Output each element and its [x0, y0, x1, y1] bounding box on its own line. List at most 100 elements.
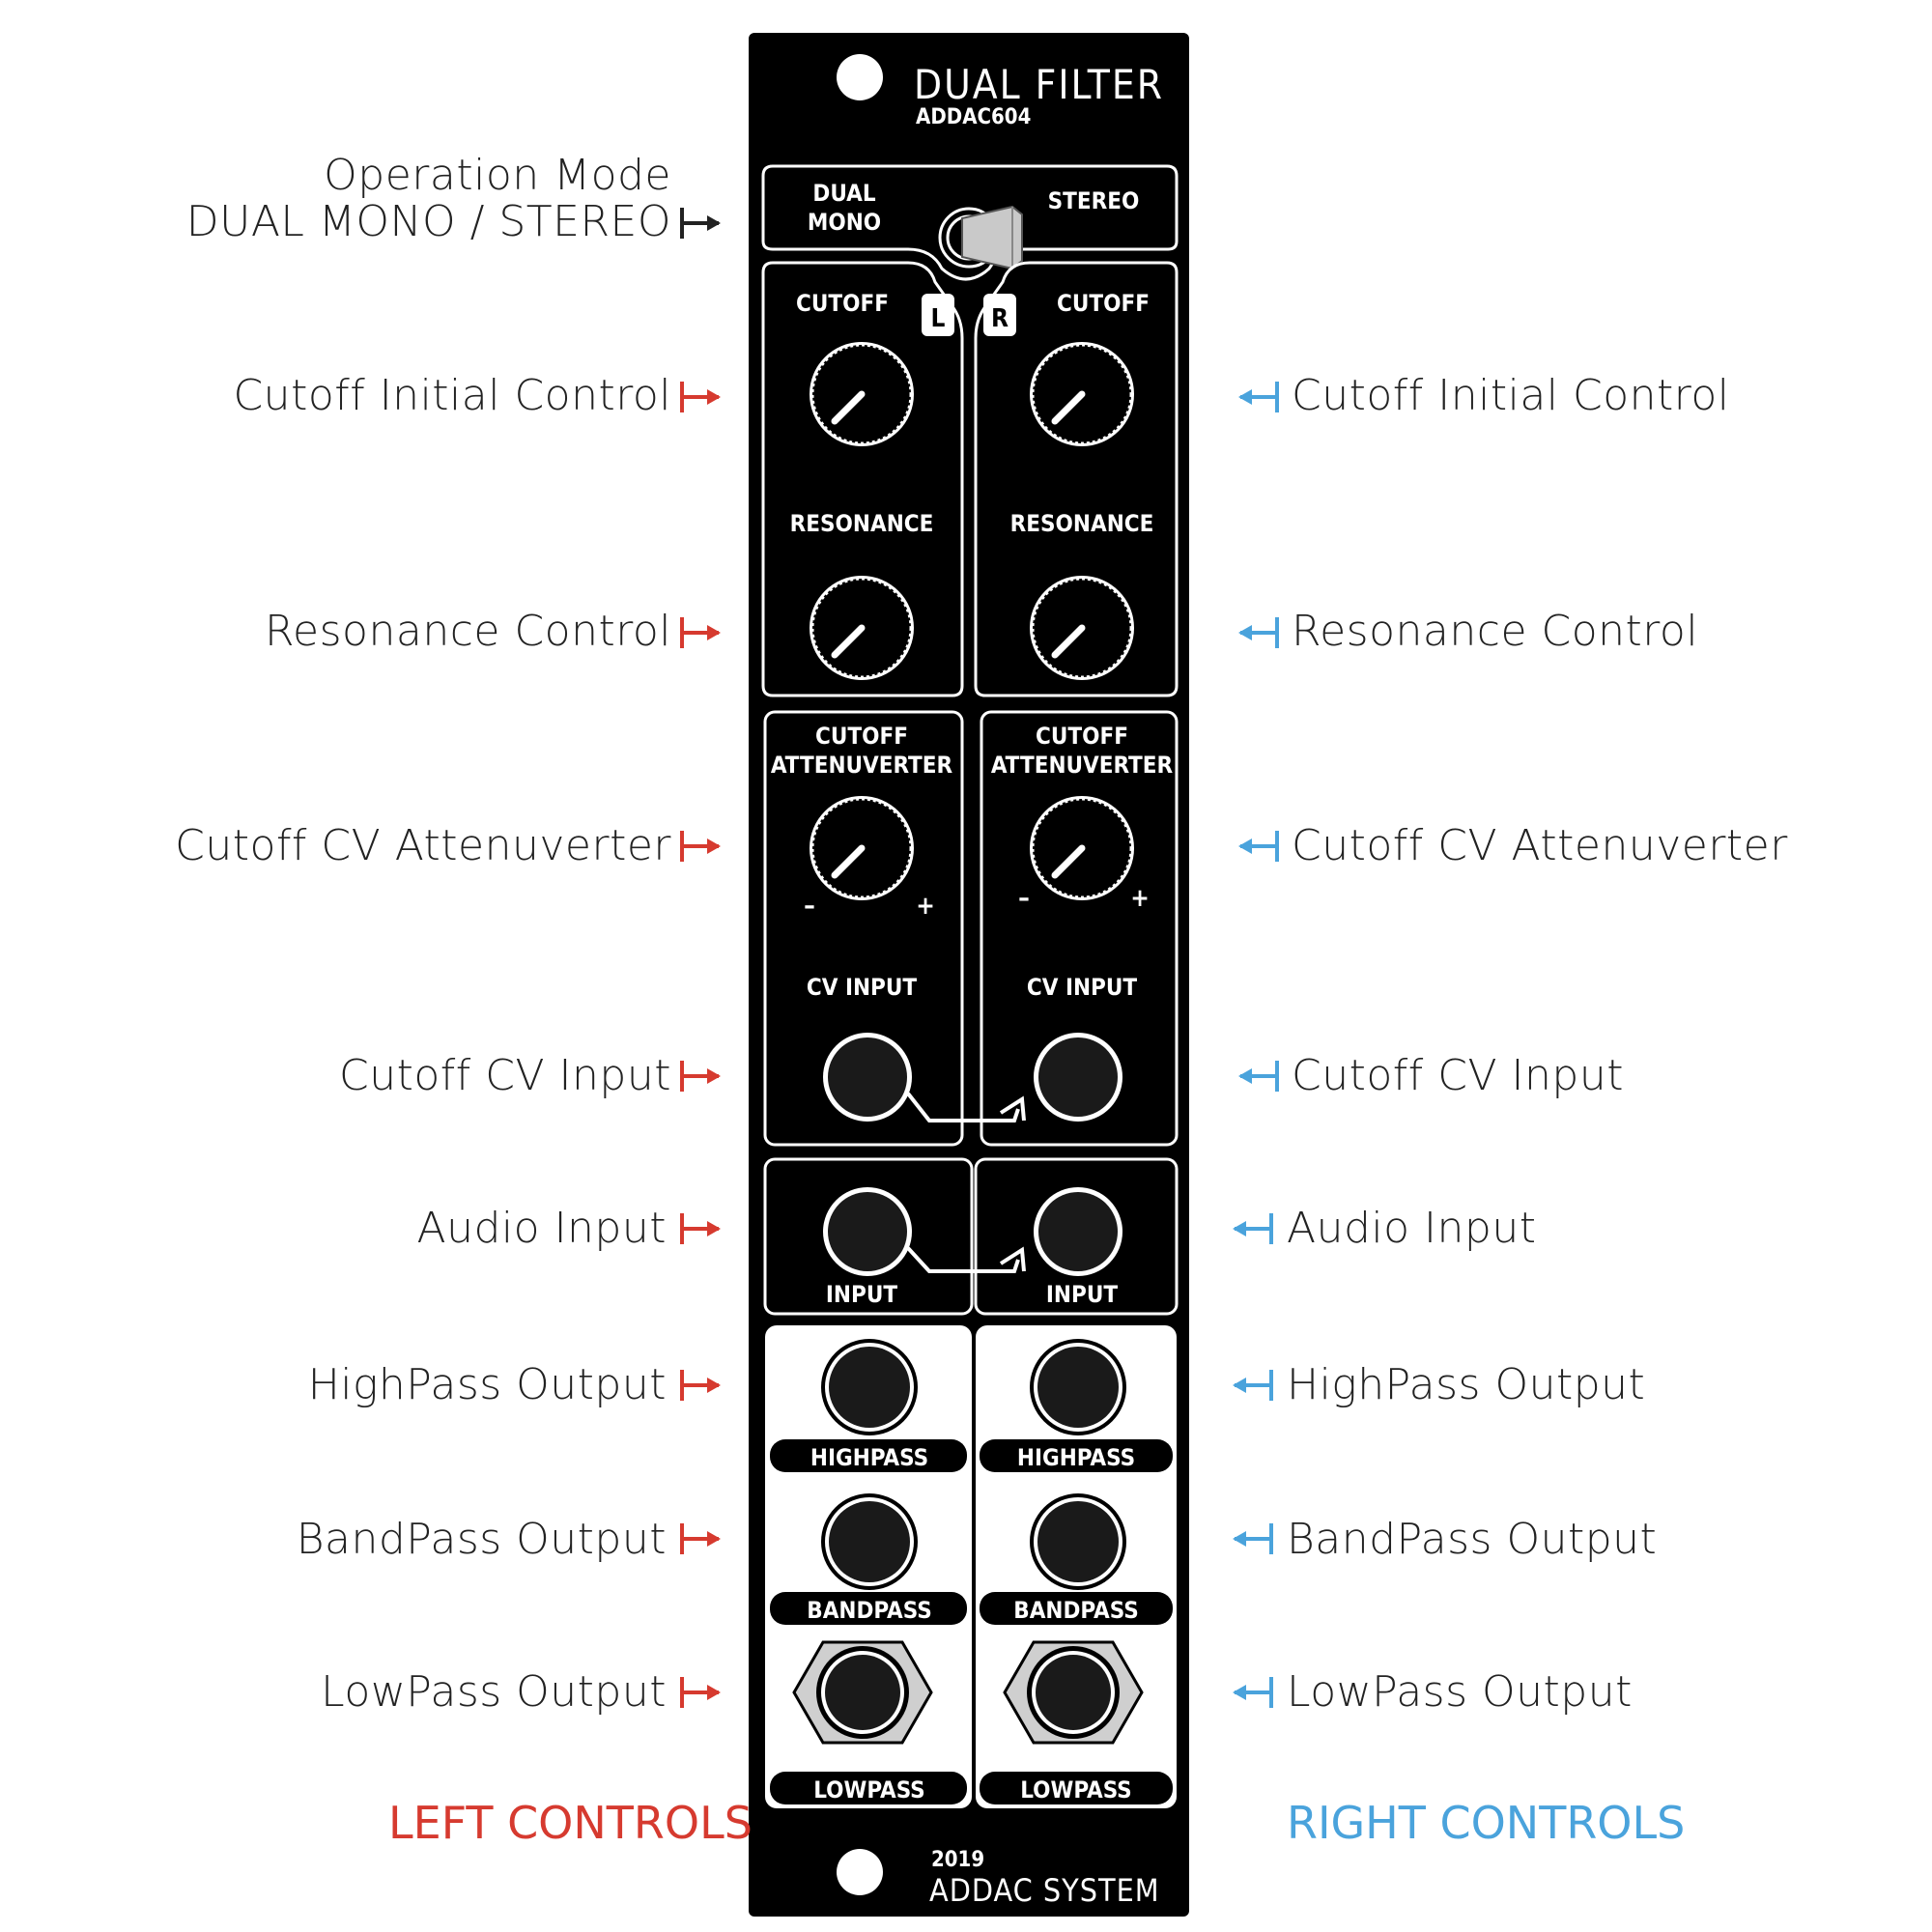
right-annotation-bandpass: BandPass Output: [1287, 1515, 1658, 1564]
left-cutoff-label: CUTOFF: [796, 290, 889, 317]
left-annotation-arrow-5: [680, 1370, 721, 1401]
right-cv-input-jack[interactable]: [1034, 1033, 1122, 1122]
left-annotation-resonance: Resonance Control: [264, 607, 671, 656]
mode-toggle-switch[interactable]: [938, 205, 1023, 270]
mount-hole-top: [837, 54, 883, 100]
right-resonance-knob[interactable]: [1030, 576, 1134, 680]
mode-dual-label: DUAL: [812, 180, 875, 207]
right-lowpass-bar: [980, 1772, 1173, 1804]
left-annotation-arrow-4: [680, 1213, 721, 1244]
left-annotation-arrow-7: [680, 1677, 721, 1708]
left-input-label: INPUT: [826, 1281, 897, 1308]
left-cutoff-knob[interactable]: [810, 342, 914, 446]
left-bandpass-bar: [770, 1592, 967, 1625]
channel-tab-left: [922, 294, 954, 336]
left-annotation-audio-input: Audio Input: [416, 1204, 667, 1253]
panel-title: DUAL FILTER: [914, 61, 1164, 108]
left-atten-label-2: ATTENUVERTER: [771, 752, 953, 779]
mount-hole-bottom: [837, 1849, 883, 1895]
right-highpass-bar: [980, 1439, 1173, 1472]
left-lowpass-bar: [770, 1772, 967, 1804]
right-cv-section-border: [980, 710, 1179, 1147]
left-atten-label-1: CUTOFF: [815, 723, 908, 750]
right-filter-section-border: [974, 261, 1179, 697]
right-annotation-cv-input: Cutoff CV Input: [1292, 1051, 1624, 1100]
right-annotation-arrow-3: [1238, 1061, 1279, 1092]
left-annotation-arrow-6: [680, 1523, 721, 1554]
right-annotation-arrow-7: [1233, 1677, 1273, 1708]
right-cutoff-label: CUTOFF: [1057, 290, 1150, 317]
right-controls-header: RIGHT CONTROLS: [1287, 1797, 1686, 1849]
mode-annotation-line2: DUAL MONO / STEREO: [185, 197, 671, 246]
mode-annotation-arrow: [680, 208, 721, 239]
left-annotation-bandpass: BandPass Output: [296, 1515, 667, 1564]
left-annotation-arrow-0: [680, 382, 721, 412]
left-highpass-bar: [770, 1439, 967, 1472]
right-atten-plus: +: [1130, 884, 1150, 913]
left-annotation-cv-input: Cutoff CV Input: [339, 1051, 671, 1100]
left-lowpass-jack[interactable]: [816, 1646, 909, 1739]
mode-annotation-line1: Operation Mode: [324, 151, 671, 200]
right-lowpass-label: LOWPASS: [1020, 1776, 1131, 1804]
right-annotation-arrow-6: [1233, 1523, 1273, 1554]
left-resonance-label: RESONANCE: [790, 510, 934, 537]
left-input-section-border: [763, 1157, 974, 1316]
left-attenuverter-knob[interactable]: [810, 796, 914, 900]
left-bandpass-jack[interactable]: [821, 1493, 918, 1590]
panel-year: 2019: [931, 1848, 984, 1872]
cv-normal-arrowhead: [999, 1095, 1026, 1122]
right-annotation-resonance: Resonance Control: [1292, 607, 1699, 656]
right-annotation-cutoff: Cutoff Initial Control: [1292, 371, 1730, 420]
mode-section-border: [761, 164, 1179, 281]
right-annotation-arrow-0: [1238, 382, 1279, 412]
right-bandpass-bar: [980, 1592, 1173, 1625]
channel-label-left: L: [931, 304, 946, 333]
left-resonance-knob[interactable]: [810, 576, 914, 680]
right-audio-input-jack[interactable]: [1034, 1187, 1122, 1276]
left-annotation-lowpass: LowPass Output: [321, 1667, 667, 1717]
right-annotation-arrow-2: [1238, 831, 1279, 862]
left-controls-header: LEFT CONTROLS: [388, 1797, 753, 1849]
right-annotation-lowpass: LowPass Output: [1287, 1667, 1633, 1717]
input-normal-arrowhead: [999, 1246, 1026, 1272]
mode-stereo-label: STEREO: [1048, 187, 1140, 214]
left-cv-input-label: CV INPUT: [807, 974, 918, 1001]
left-cv-input-jack[interactable]: [823, 1033, 912, 1122]
mode-mono-label: MONO: [808, 209, 881, 236]
right-annotation-arrow-1: [1238, 617, 1279, 648]
right-annotation-audio-input: Audio Input: [1287, 1204, 1537, 1253]
left-filter-section-border: [761, 261, 964, 697]
panel-model: ADDAC604: [916, 105, 1031, 129]
right-atten-label-1: CUTOFF: [1036, 723, 1128, 750]
right-atten-minus: –: [1018, 884, 1030, 913]
right-bandpass-jack[interactable]: [1030, 1493, 1126, 1590]
left-atten-minus: –: [804, 892, 815, 921]
cv-normal-arrow: [906, 1092, 1020, 1122]
right-highpass-jack[interactable]: [1030, 1339, 1126, 1435]
right-cv-input-label: CV INPUT: [1027, 974, 1138, 1001]
right-input-label: INPUT: [1046, 1281, 1118, 1308]
left-annotation-attenuverter: Cutoff CV Attenuverter: [175, 821, 671, 870]
right-annotation-highpass: HighPass Output: [1287, 1360, 1646, 1409]
left-bandpass-label: BANDPASS: [807, 1597, 932, 1624]
left-lowpass-label: LOWPASS: [813, 1776, 924, 1804]
left-annotation-arrow-3: [680, 1061, 721, 1092]
right-annotation-arrow-4: [1233, 1213, 1273, 1244]
right-annotation-arrow-5: [1233, 1370, 1273, 1401]
left-highpass-jack[interactable]: [821, 1339, 918, 1435]
left-annotation-arrow-1: [680, 617, 721, 648]
channel-tab-right: [983, 294, 1016, 336]
right-lowpass-jack[interactable]: [1027, 1646, 1120, 1739]
channel-label-right: R: [991, 304, 1009, 333]
right-resonance-label: RESONANCE: [1010, 510, 1154, 537]
left-annotation-cutoff: Cutoff Initial Control: [233, 371, 671, 420]
right-atten-label-2: ATTENUVERTER: [991, 752, 1174, 779]
right-attenuverter-knob[interactable]: [1030, 796, 1134, 900]
input-normal-arrow: [906, 1246, 1020, 1273]
right-cutoff-knob[interactable]: [1030, 342, 1134, 446]
left-annotation-arrow-2: [680, 831, 721, 862]
left-highpass-label: HIGHPASS: [810, 1444, 928, 1471]
right-bandpass-label: BANDPASS: [1013, 1597, 1139, 1624]
left-audio-input-jack[interactable]: [823, 1187, 912, 1276]
